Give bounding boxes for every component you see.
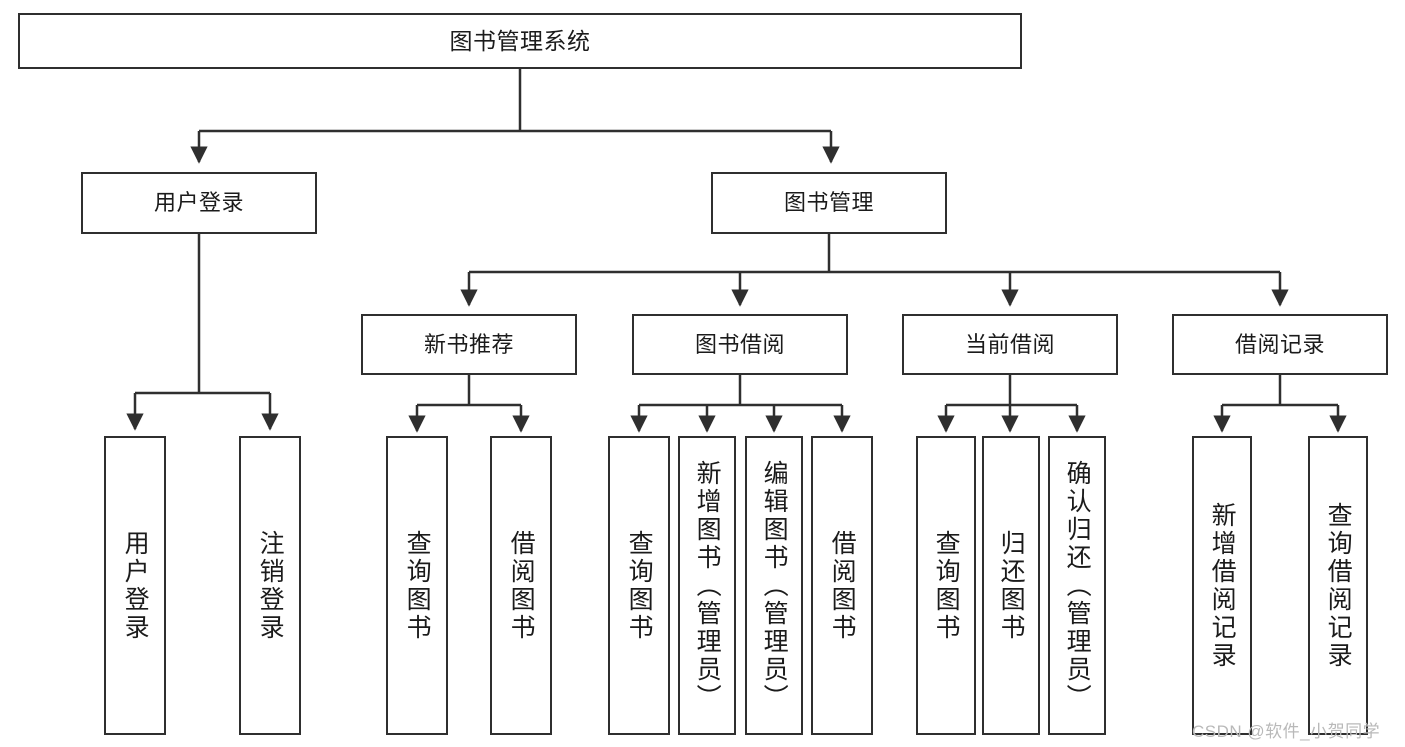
node-book-borrow-label: 图书借阅 [694, 331, 785, 357]
leaf-current-query-book[interactable]: 查询图书 [916, 436, 976, 735]
leaf-record-query[interactable]: 查询借阅记录 [1308, 436, 1368, 735]
node-root-label: 图书管理系统 [449, 27, 591, 54]
leaf-current-query-book-label: 查询图书 [932, 529, 961, 642]
leaf-record-add-label: 新增借阅记录 [1208, 501, 1237, 670]
leaf-user-login-label: 用户登录 [121, 529, 150, 642]
node-book-borrow[interactable]: 图书借阅 [632, 314, 848, 375]
watermark: CSDN @软件_小贺同学 [1192, 722, 1381, 741]
leaf-logout[interactable]: 注销登录 [239, 436, 301, 735]
leaf-newbook-borrow-book-label: 借阅图书 [507, 529, 536, 642]
leaf-borrow-add-book-label: 新增图书（管理员） [693, 459, 722, 712]
node-user-login-label: 用户登录 [153, 190, 244, 216]
leaf-record-query-label: 查询借阅记录 [1324, 501, 1353, 670]
leaf-borrow-edit-book-label: 编辑图书（管理员） [760, 459, 789, 712]
leaf-current-confirm-return[interactable]: 确认归还（管理员） [1048, 436, 1106, 735]
leaf-borrow-query-book-label: 查询图书 [625, 529, 654, 642]
node-borrow-record-label: 借阅记录 [1234, 331, 1325, 357]
leaf-borrow-edit-book[interactable]: 编辑图书（管理员） [745, 436, 803, 735]
node-root[interactable]: 图书管理系统 [18, 13, 1022, 69]
node-current-borrow[interactable]: 当前借阅 [902, 314, 1118, 375]
leaf-current-return-book[interactable]: 归还图书 [982, 436, 1040, 735]
leaf-newbook-borrow-book[interactable]: 借阅图书 [490, 436, 552, 735]
node-book-management-label: 图书管理 [783, 190, 874, 216]
node-new-book-recommend[interactable]: 新书推荐 [361, 314, 577, 375]
leaf-record-add[interactable]: 新增借阅记录 [1192, 436, 1252, 735]
node-new-book-recommend-label: 新书推荐 [423, 331, 514, 357]
leaf-newbook-query-book-label: 查询图书 [403, 529, 432, 642]
leaf-current-return-book-label: 归还图书 [997, 529, 1026, 642]
leaf-borrow-query-book[interactable]: 查询图书 [608, 436, 670, 735]
leaf-logout-label: 注销登录 [256, 529, 285, 642]
node-book-management[interactable]: 图书管理 [711, 172, 947, 234]
node-borrow-record[interactable]: 借阅记录 [1172, 314, 1388, 375]
node-current-borrow-label: 当前借阅 [964, 331, 1055, 357]
leaf-borrow-borrow-book[interactable]: 借阅图书 [811, 436, 873, 735]
leaf-borrow-add-book[interactable]: 新增图书（管理员） [678, 436, 736, 735]
leaf-newbook-query-book[interactable]: 查询图书 [386, 436, 448, 735]
node-user-login[interactable]: 用户登录 [81, 172, 317, 234]
leaf-user-login[interactable]: 用户登录 [104, 436, 166, 735]
leaf-borrow-borrow-book-label: 借阅图书 [828, 529, 857, 642]
leaf-current-confirm-return-label: 确认归还（管理员） [1063, 459, 1092, 712]
